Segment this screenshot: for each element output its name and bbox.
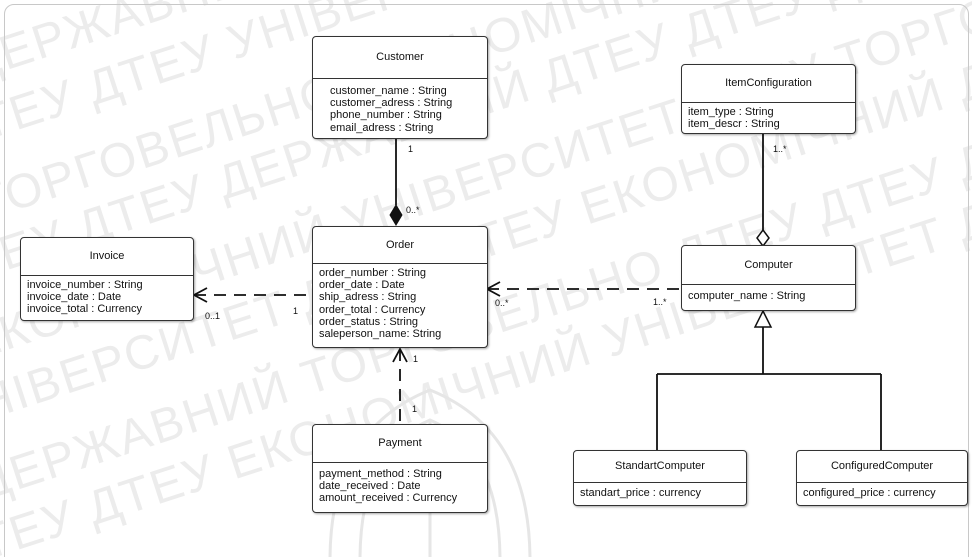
class-computer[interactable]: Computer computer_name : String	[681, 245, 856, 311]
multiplicity-label: 0..1	[205, 311, 221, 321]
class-title: Payment	[313, 425, 487, 463]
attribute-list: configured_price : currency	[797, 483, 967, 502]
attribute: order_number : String	[319, 267, 426, 279]
attribute: customer_name : String	[330, 85, 447, 97]
attribute: item_descr : String	[688, 118, 780, 131]
attribute: order_date : Date	[319, 279, 405, 292]
attribute: standart_price : currency	[580, 487, 702, 499]
attribute: amount_received : Currency	[319, 492, 458, 505]
multiplicity-label: 1	[413, 354, 419, 364]
multiplicity-label: 1..*	[773, 144, 787, 154]
attribute: ship_adress : String	[319, 291, 417, 304]
generalization-triangle-icon	[753, 309, 773, 328]
page-border	[4, 4, 969, 557]
class-standart-computer[interactable]: StandartComputer standart_price : curren…	[573, 450, 747, 506]
class-title: Invoice	[21, 238, 193, 276]
composition-diamond-icon	[389, 204, 403, 226]
attribute-list: computer_name : String	[682, 285, 855, 305]
class-order[interactable]: Order order_number : String order_date :…	[312, 226, 488, 348]
attribute: order_status : String	[319, 315, 419, 328]
attribute-list: invoice_number : String invoice_date : D…	[21, 276, 193, 319]
attribute: customer_adress : String	[330, 97, 453, 110]
class-title: Order	[313, 227, 487, 264]
multiplicity-label: 1	[408, 144, 414, 154]
attribute: invoice_date : Date	[27, 291, 122, 304]
attribute: invoice_total : Currency	[27, 303, 142, 316]
multiplicity-label: 0..*	[495, 298, 509, 308]
class-customer[interactable]: Customer customer_name : String customer…	[312, 36, 488, 139]
class-configured-computer[interactable]: ConfiguredComputer configured_price : cu…	[796, 450, 968, 506]
class-title: StandartComputer	[574, 451, 746, 483]
aggregation-diamond-icon	[756, 228, 770, 248]
arrowhead-icon	[392, 347, 408, 363]
attribute: phone_number : String	[330, 109, 442, 122]
class-title: ItemConfiguration	[682, 65, 855, 103]
multiplicity-label: 0..*	[406, 205, 420, 215]
class-item-configuration[interactable]: ItemConfiguration item_type : String ite…	[681, 64, 856, 134]
attribute-list: standart_price : currency	[574, 483, 746, 502]
multiplicity-label: 1	[412, 404, 418, 414]
class-payment[interactable]: Payment payment_method : String date_rec…	[312, 424, 488, 513]
attribute-list: item_type : String item_descr : String	[682, 103, 855, 133]
class-invoice[interactable]: Invoice invoice_number : String invoice_…	[20, 237, 194, 321]
attribute: computer_name : String	[688, 290, 806, 302]
attribute-list: payment_method : String date_received : …	[313, 463, 487, 508]
class-title: ConfiguredComputer	[797, 451, 967, 483]
attribute: invoice_number : String	[27, 279, 143, 291]
class-title: Customer	[313, 37, 487, 79]
attribute-list: customer_name : String customer_adress :…	[313, 79, 487, 137]
attribute: date_received : Date	[319, 480, 421, 493]
attribute: payment_method : String	[319, 468, 442, 480]
attribute: email_adress : String	[330, 121, 434, 134]
class-title: Computer	[682, 246, 855, 285]
arrowhead-icon	[192, 287, 208, 303]
attribute: item_type : String	[688, 106, 774, 118]
attribute: order_total : Currency	[319, 303, 426, 316]
multiplicity-label: 1	[293, 306, 299, 316]
attribute: saleperson_name: String	[319, 328, 442, 341]
multiplicity-label: 1..*	[653, 297, 667, 307]
attribute-list: order_number : String order_date : Date …	[313, 264, 487, 343]
attribute: configured_price : currency	[803, 487, 936, 499]
